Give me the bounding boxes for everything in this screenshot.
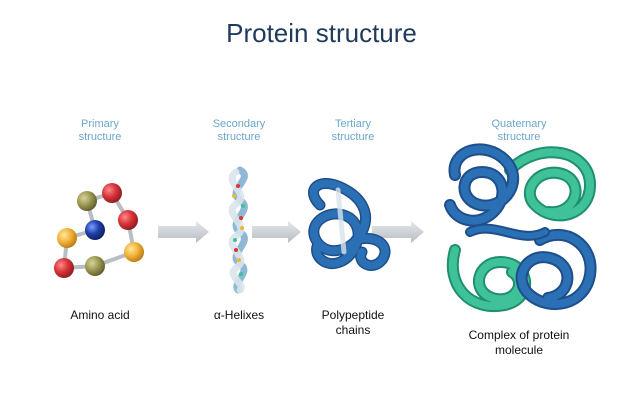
- stage-label-primary: Primary structure: [78, 118, 122, 143]
- amino-acid-molecule: [54, 183, 144, 278]
- atom-red: [54, 258, 74, 278]
- atom-yellow: [57, 228, 77, 248]
- atom-yellow: [124, 242, 144, 262]
- alpha-helix: [228, 166, 248, 294]
- polypeptide-chain: [308, 177, 391, 271]
- atom-red: [118, 210, 138, 230]
- atom-red: [102, 183, 122, 203]
- caption-polypeptide-chains: Polypeptide chains: [321, 308, 385, 337]
- caption-protein-complex: Complex of protein molecule: [468, 328, 570, 357]
- arrow-primary-to-secondary: [158, 221, 209, 243]
- arrow-tertiary-to-quaternary: [372, 221, 424, 243]
- stage-label-tertiary: Tertiary structure: [331, 118, 375, 143]
- stage-label-secondary: Secondary structure: [212, 118, 266, 143]
- atom-olive: [77, 191, 97, 211]
- protein-complex: [444, 143, 597, 313]
- atom-olive: [85, 256, 105, 276]
- diagram-title: Protein structure: [226, 18, 417, 48]
- caption-amino-acid: Amino acid: [70, 308, 130, 322]
- atom-navy: [85, 220, 105, 240]
- caption-alpha-helixes: α-Helixes: [213, 308, 265, 322]
- stage-label-quaternary: Quaternary structure: [491, 118, 547, 143]
- arrow-secondary-to-tertiary: [252, 221, 301, 243]
